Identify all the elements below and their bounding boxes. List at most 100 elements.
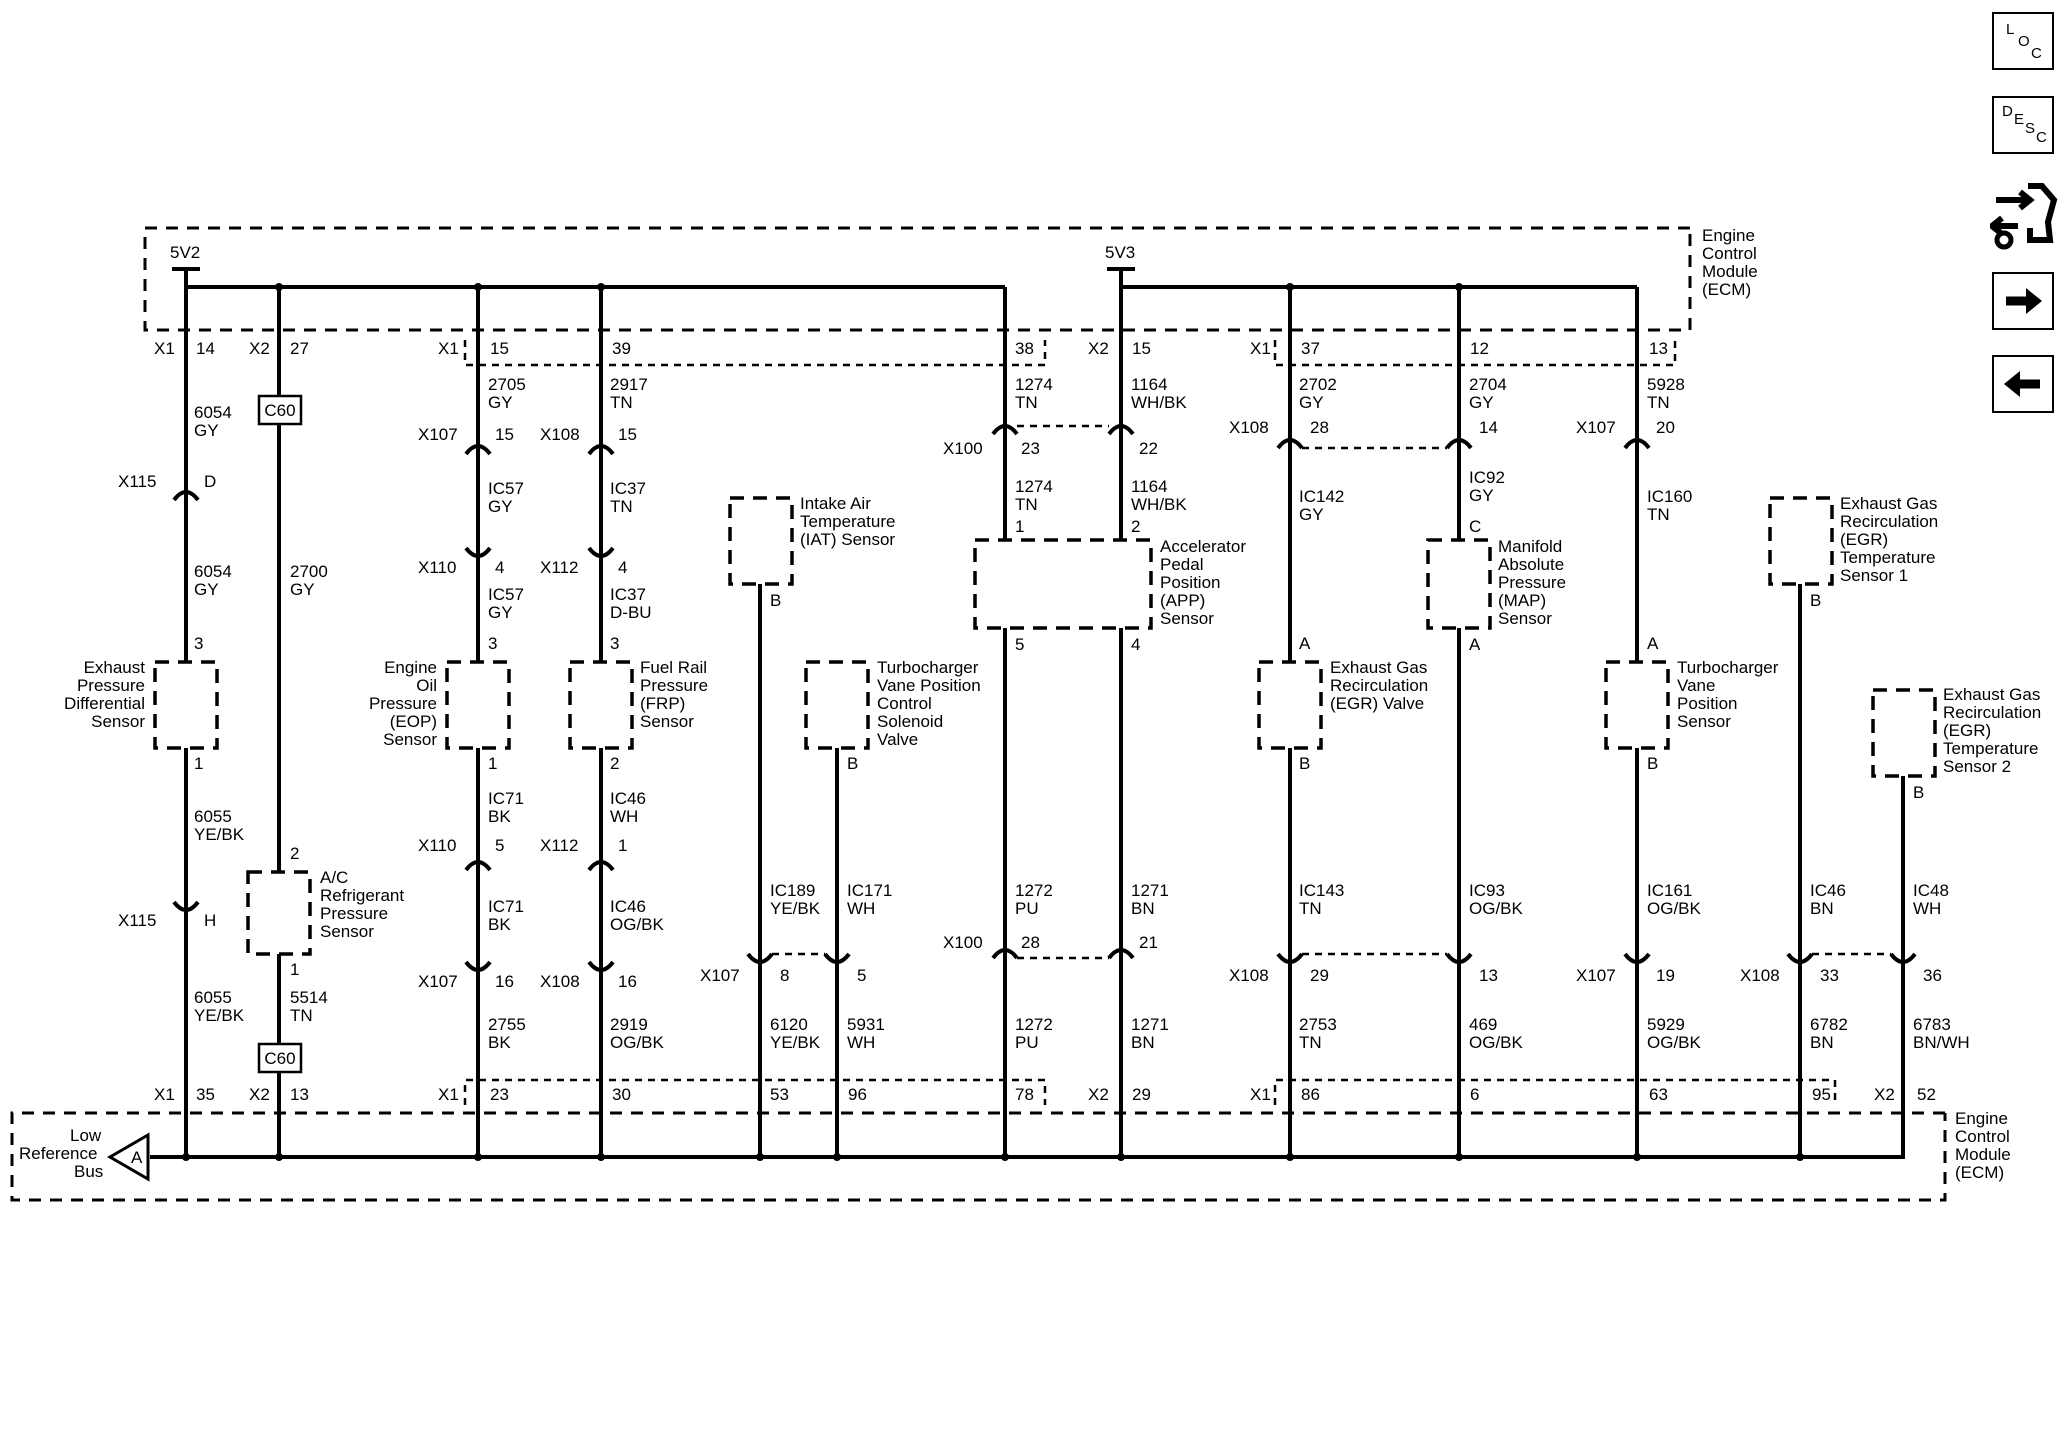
svg-text:TN: TN: [1299, 1033, 1322, 1052]
acr-pin-1: 1: [290, 960, 299, 979]
svg-text:TN: TN: [1647, 393, 1670, 412]
svg-text:YE/BK: YE/BK: [194, 825, 245, 844]
svg-text:X1: X1: [154, 339, 175, 358]
x112b-pin: 1: [618, 836, 627, 855]
svg-text:GY: GY: [1469, 393, 1494, 412]
splice-c60-bottom: [257, 1042, 303, 1074]
turbocharger-vane-position-sensor-label: Turbocharger Vane Position Sensor: [1677, 658, 1779, 731]
svg-text:Recirculation: Recirculation: [1840, 512, 1938, 531]
svg-text:Control: Control: [877, 694, 932, 713]
svg-text:Temperature: Temperature: [1840, 548, 1935, 567]
svg-text:Intake Air: Intake Air: [800, 494, 871, 513]
connector-x115-h-pin: H: [204, 911, 216, 930]
connector-x112-4: [587, 546, 615, 558]
connector-x115-d-id: X115: [118, 472, 156, 491]
svg-text:TN: TN: [1015, 495, 1038, 514]
description-button[interactable]: D E S C: [1992, 96, 2054, 154]
x108c-pin2: 14: [1479, 418, 1498, 437]
svg-text:Sensor: Sensor: [1498, 609, 1552, 628]
egr-temperature-sensor-2: [1871, 688, 1937, 778]
svg-text:BN: BN: [1810, 1033, 1834, 1052]
connector-x100-21: [1107, 948, 1135, 960]
svg-text:6783: 6783: [1913, 1015, 1951, 1034]
desc-letter-d: D: [2002, 103, 2013, 120]
svg-text:13: 13: [290, 1085, 309, 1104]
x108e-pin2: 36: [1923, 966, 1942, 985]
ecm-bottom-label: Engine Control Module (ECM): [1955, 1109, 2011, 1182]
connector-x100-22: [1107, 424, 1135, 436]
svg-text:Manifold: Manifold: [1498, 537, 1562, 556]
connector-wrench-icon: [1987, 183, 2058, 250]
ecm-top-boundary: [143, 226, 1692, 332]
svg-text:BK: BK: [488, 915, 511, 934]
svg-text:Accelerator: Accelerator: [1160, 537, 1246, 556]
previous-page-button[interactable]: [1992, 355, 2054, 413]
egrt2-pin-b: B: [1913, 783, 1924, 802]
egr-valve: [1257, 660, 1323, 750]
svg-text:Bus: Bus: [74, 1162, 103, 1181]
svg-text:1274: 1274: [1015, 477, 1053, 496]
svg-text:IC71: IC71: [488, 897, 524, 916]
svg-text:Position: Position: [1160, 573, 1220, 592]
svg-text:BK: BK: [488, 1033, 511, 1052]
svg-text:GY: GY: [488, 603, 513, 622]
splice-c60-top-label: C60: [264, 401, 295, 420]
svg-text:Sensor: Sensor: [320, 922, 374, 941]
svg-text:X2: X2: [249, 339, 270, 358]
connector-x107-19: [1623, 952, 1651, 964]
svg-text:15: 15: [1132, 339, 1151, 358]
svg-text:OG/BK: OG/BK: [610, 1033, 665, 1052]
engine-oil-pressure-sensor-label: Engine Oil Pressure (EOP) Sensor: [369, 658, 437, 749]
svg-text:PU: PU: [1015, 1033, 1039, 1052]
ac-refrigerant-pressure-sensor-label: A/C Refrigerant Pressure Sensor: [320, 868, 404, 941]
svg-text:Exhaust Gas: Exhaust Gas: [1943, 685, 2040, 704]
svg-text:39: 39: [612, 339, 631, 358]
x100a-pin1: 23: [1021, 439, 1040, 458]
svg-text:78: 78: [1015, 1085, 1034, 1104]
svg-text:6055: 6055: [194, 988, 232, 1007]
egrt1-pin-b: B: [1810, 591, 1821, 610]
engine-oil-pressure-sensor: [445, 660, 511, 750]
svg-text:38: 38: [1015, 339, 1034, 358]
svg-text:GY: GY: [1469, 486, 1494, 505]
svg-text:X2: X2: [1874, 1085, 1895, 1104]
connector-view-button[interactable]: [1987, 178, 2060, 250]
svg-text:Pressure: Pressure: [640, 676, 708, 695]
svg-text:2919: 2919: [610, 1015, 648, 1034]
svg-text:1272: 1272: [1015, 1015, 1053, 1034]
svg-text:BK: BK: [488, 807, 511, 826]
svg-text:Recirculation: Recirculation: [1330, 676, 1428, 695]
svg-text:(EGR): (EGR): [1840, 530, 1888, 549]
svg-text:IC92: IC92: [1469, 468, 1505, 487]
svg-text:X2: X2: [1088, 1085, 1109, 1104]
svg-text:GY: GY: [194, 421, 219, 440]
svg-text:53: 53: [770, 1085, 789, 1104]
location-button[interactable]: L O C: [1992, 12, 2054, 70]
svg-text:Reference: Reference: [19, 1144, 97, 1163]
desc-letter-s: S: [2025, 120, 2036, 137]
svg-text:Sensor 1: Sensor 1: [1840, 566, 1908, 585]
voltage-5v2-label: 5V2: [170, 243, 200, 262]
svg-text:52: 52: [1917, 1085, 1936, 1104]
connector-x110-4: [464, 546, 492, 558]
x112a-id: X112: [540, 558, 578, 577]
x107d-id: X107: [1576, 418, 1616, 437]
arrow-left-icon: [2004, 371, 2040, 397]
svg-text:GY: GY: [1299, 505, 1324, 524]
connector-x108-33: [1786, 952, 1814, 964]
frp-pin-2: 2: [610, 754, 619, 773]
svg-text:Engine: Engine: [384, 658, 437, 677]
svg-text:2705: 2705: [488, 375, 526, 394]
next-page-button[interactable]: [1992, 272, 2054, 330]
svg-text:X1: X1: [1250, 339, 1271, 358]
svg-text:OG/BK: OG/BK: [1469, 899, 1524, 918]
x107c-id: X107: [700, 966, 740, 985]
svg-text:Exhaust Gas: Exhaust Gas: [1840, 494, 1937, 513]
x108a-pin: 15: [618, 425, 637, 444]
